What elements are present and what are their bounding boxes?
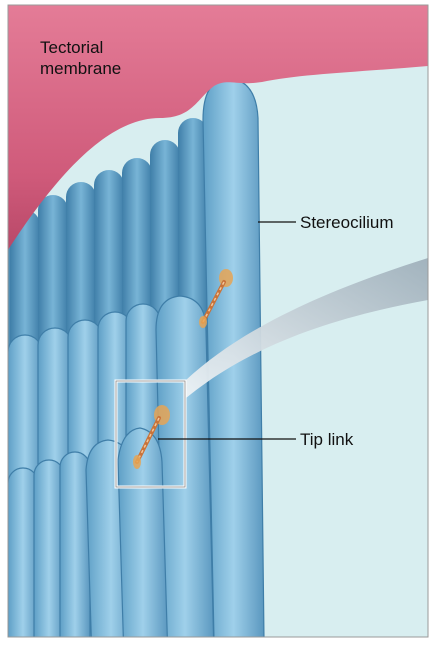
tectorial-label-line2: membrane	[40, 58, 121, 79]
tectorial-membrane-label: Tectorial membrane	[40, 37, 121, 79]
tip-link-label: Tip link	[300, 429, 353, 450]
stereocilium-label: Stereocilium	[300, 212, 394, 233]
tectorial-label-line1: Tectorial	[40, 37, 121, 58]
